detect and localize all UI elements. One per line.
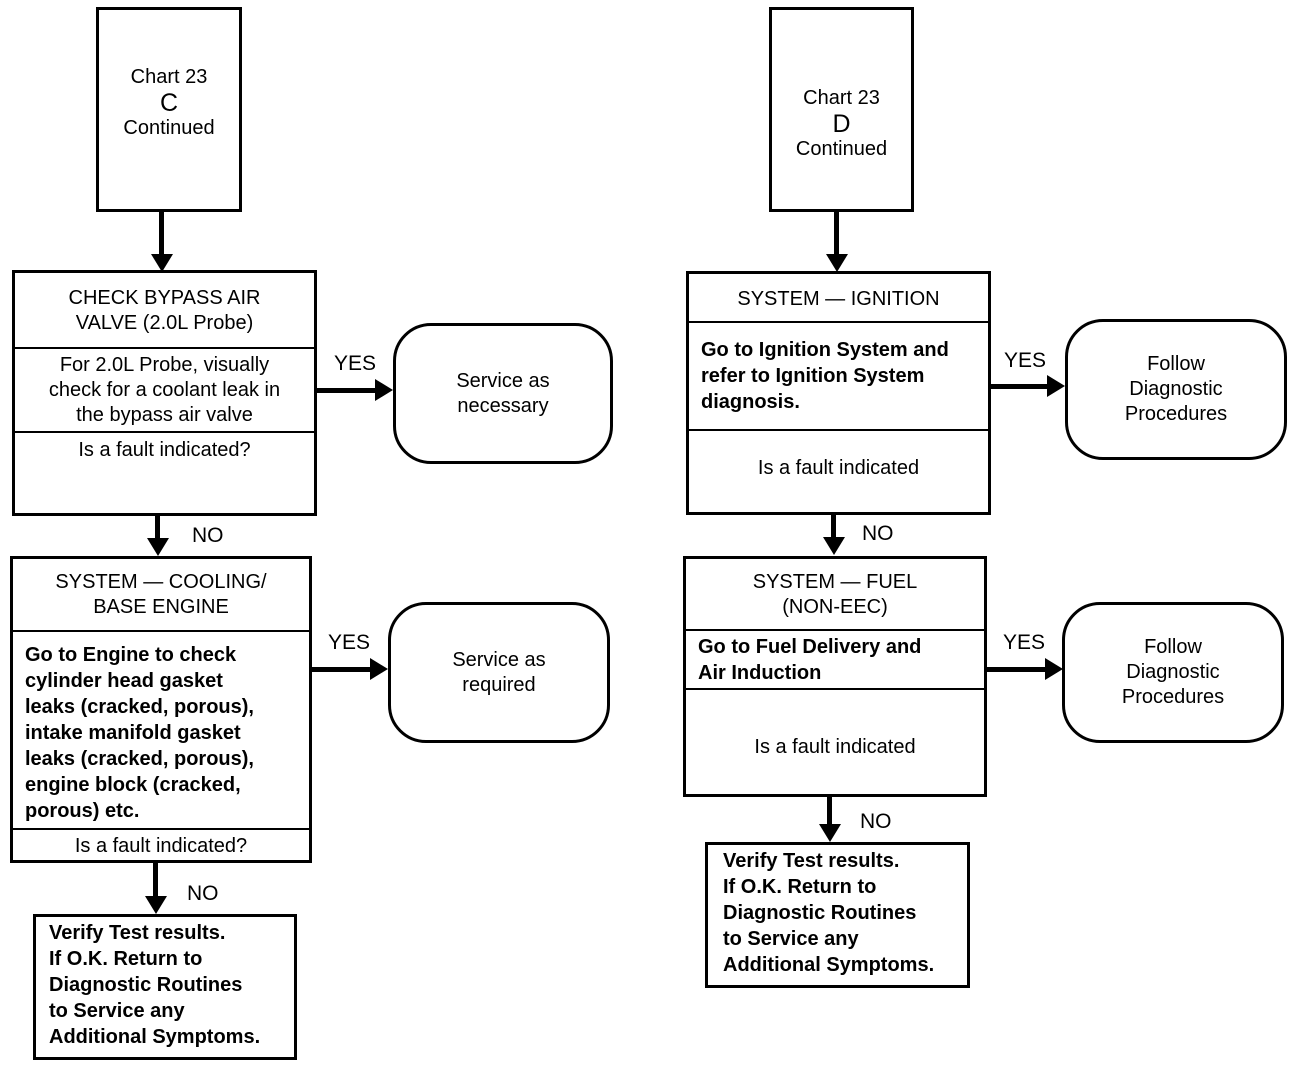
no-label: NO bbox=[187, 882, 219, 905]
arrowhead-down bbox=[151, 254, 173, 272]
yes-label: YES bbox=[328, 631, 371, 654]
divider bbox=[13, 630, 309, 632]
arrowhead-down bbox=[147, 538, 169, 556]
box-header: SYSTEM — FUEL (NON-EEC) bbox=[752, 571, 918, 618]
service-as-required-result: Service as required bbox=[388, 602, 610, 743]
arrowhead-down bbox=[819, 824, 841, 842]
arrowhead-right bbox=[370, 658, 388, 680]
arrowhead-down bbox=[823, 537, 845, 555]
box-body: Go to Engine to check cylinder head gask… bbox=[25, 644, 254, 822]
arrowhead-down bbox=[145, 896, 167, 914]
divider bbox=[689, 429, 988, 431]
divider bbox=[689, 321, 988, 323]
yes-label: YES bbox=[334, 352, 377, 375]
start-box-letter: D bbox=[832, 110, 851, 138]
start-box-title: Chart 23 bbox=[130, 66, 208, 88]
service-as-necessary-result: Service as necessary bbox=[393, 323, 613, 464]
connector-arrow bbox=[834, 212, 839, 258]
arrowhead-right bbox=[375, 379, 393, 401]
box-header: CHECK BYPASS AIR VALVE (2.0L Probe) bbox=[68, 287, 261, 334]
no-arrow bbox=[827, 797, 832, 827]
start-box-content: Chart 23 D Continued bbox=[772, 86, 911, 162]
no-arrow bbox=[831, 515, 836, 541]
box-question: Is a fault indicated bbox=[754, 735, 916, 758]
yes-arrow bbox=[317, 388, 379, 393]
system-ignition-box: SYSTEM — IGNITION Go to Ignition System … bbox=[686, 271, 991, 515]
divider bbox=[15, 431, 314, 433]
divider bbox=[13, 828, 309, 830]
box-header: SYSTEM — COOLING/ BASE ENGINE bbox=[55, 571, 267, 618]
no-label: NO bbox=[860, 810, 892, 833]
check-bypass-air-valve-box: CHECK BYPASS AIR VALVE (2.0L Probe) For … bbox=[12, 270, 317, 516]
box-header: SYSTEM — IGNITION bbox=[737, 287, 940, 310]
start-box-subtitle: Continued bbox=[123, 117, 215, 139]
divider bbox=[15, 347, 314, 349]
yes-arrow bbox=[312, 667, 372, 672]
start-box-letter: C bbox=[159, 89, 179, 117]
verify-text: Verify Test results. If O.K. Return to D… bbox=[723, 850, 935, 976]
no-label: NO bbox=[192, 524, 224, 547]
verify-test-results-box: Verify Test results. If O.K. Return to D… bbox=[705, 842, 970, 988]
box-body: Go to Fuel Delivery and Air Induction bbox=[698, 636, 922, 684]
follow-diagnostic-procedures-result: Follow Diagnostic Procedures bbox=[1062, 602, 1284, 743]
connector-arrow bbox=[159, 212, 164, 258]
divider bbox=[686, 688, 984, 690]
yes-arrow bbox=[991, 384, 1049, 389]
box-question: Is a fault indicated? bbox=[74, 834, 248, 857]
system-fuel-non-eec-box: SYSTEM — FUEL (NON-EEC) Go to Fuel Deliv… bbox=[683, 556, 987, 797]
start-box-subtitle: Continued bbox=[795, 138, 888, 160]
arrowhead-right bbox=[1045, 658, 1063, 680]
verify-text: Verify Test results. If O.K. Return to D… bbox=[49, 922, 261, 1048]
system-cooling-base-engine-box: SYSTEM — COOLING/ BASE ENGINE Go to Engi… bbox=[10, 556, 312, 863]
box-question: Is a fault indicated bbox=[757, 456, 920, 479]
start-box-content: Chart 23 C Continued bbox=[99, 65, 239, 141]
start-box-chart-23-c: Chart 23 C Continued bbox=[96, 7, 242, 212]
yes-label: YES bbox=[1004, 349, 1047, 372]
no-arrow bbox=[155, 516, 160, 542]
follow-diagnostic-procedures-result: Follow Diagnostic Procedures bbox=[1065, 319, 1287, 460]
arrowhead-down bbox=[826, 254, 848, 272]
no-label: NO bbox=[862, 522, 894, 545]
start-box-chart-23-d: Chart 23 D Continued bbox=[769, 7, 914, 212]
box-body: Go to Ignition System and refer to Ignit… bbox=[701, 339, 949, 413]
box-body: For 2.0L Probe, visually check for a coo… bbox=[48, 353, 281, 426]
no-arrow bbox=[153, 863, 158, 899]
divider bbox=[686, 629, 984, 631]
yes-label: YES bbox=[1003, 631, 1046, 654]
yes-arrow bbox=[987, 667, 1047, 672]
arrowhead-right bbox=[1047, 375, 1065, 397]
box-question: Is a fault indicated? bbox=[78, 438, 251, 461]
verify-test-results-box: Verify Test results. If O.K. Return to D… bbox=[33, 914, 297, 1060]
start-box-title: Chart 23 bbox=[803, 87, 880, 109]
